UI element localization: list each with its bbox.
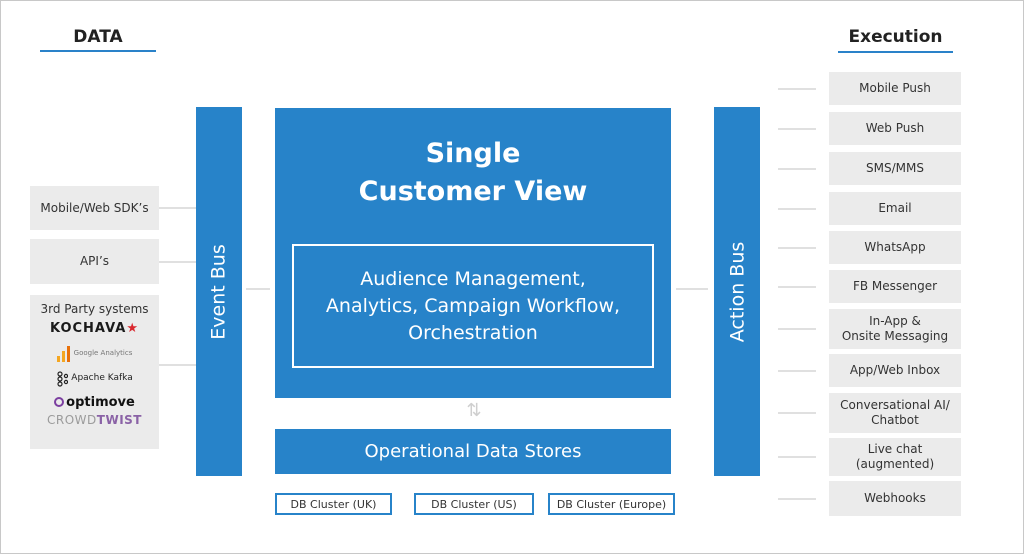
execution-channel-label: Mobile Push <box>859 81 931 95</box>
event-bus: Event Bus <box>196 107 242 476</box>
optimove-icon <box>54 397 65 407</box>
execution-channel-box: Web Push <box>829 112 961 145</box>
action-bus: Action Bus <box>714 107 760 476</box>
connector-execution-channel <box>778 286 816 288</box>
connector-execution-channel <box>778 412 816 414</box>
connector-scv-actionbus <box>676 288 708 290</box>
source-sdk-box: Mobile/Web SDK’s <box>30 186 159 230</box>
execution-channel-box: Mobile Push <box>829 72 961 105</box>
execution-channel-box: In-App &Onsite Messaging <box>829 309 961 349</box>
kafka-icon <box>57 370 69 387</box>
data-heading: DATA <box>73 27 123 47</box>
connector-execution-channel <box>778 208 816 210</box>
connector-execution-channel <box>778 168 816 170</box>
db-cluster-us: DB Cluster (US) <box>414 493 534 515</box>
connector-execution-channel <box>778 88 816 90</box>
connector-eventbus-scv <box>246 288 270 290</box>
optimove-logo: optimove <box>54 391 135 413</box>
connector-execution-channel <box>778 328 816 330</box>
db-cluster-uk: DB Cluster (UK) <box>275 493 392 515</box>
single-customer-view-box: Single Customer View Audience Management… <box>275 108 671 398</box>
execution-channel-label: SMS/MMS <box>866 161 924 175</box>
connector-api <box>159 261 196 263</box>
source-third-party-box: 3rd Party systems KOCHAVA★ Google Analyt… <box>30 295 159 449</box>
ods-label: Operational Data Stores <box>364 441 582 462</box>
execution-channel-box: Live chat(augmented) <box>829 438 961 476</box>
execution-channel-box: Conversational AI/Chatbot <box>829 393 961 433</box>
source-api-box: API’s <box>30 239 159 284</box>
execution-channel-label: Conversational AI/Chatbot <box>840 398 950 427</box>
connector-execution-channel <box>778 247 816 249</box>
scv-title: Single Customer View <box>358 138 588 207</box>
apache-kafka-logo: Apache Kafka <box>56 366 133 391</box>
crowdtwist-logo: CROWDTWIST <box>47 413 142 427</box>
execution-channel-box: Email <box>829 192 961 225</box>
execution-channel-box: App/Web Inbox <box>829 354 961 387</box>
execution-channel-label: In-App &Onsite Messaging <box>841 314 949 343</box>
connector-sdk <box>159 207 196 209</box>
action-bus-label: Action Bus <box>726 241 748 342</box>
connector-execution-channel <box>778 128 816 130</box>
execution-channel-label: App/Web Inbox <box>849 363 941 377</box>
execution-channel-box: FB Messenger <box>829 270 961 303</box>
execution-channel-box: Webhooks <box>829 481 961 516</box>
execution-channel-label: Web Push <box>865 121 925 135</box>
connector-execution-channel <box>778 370 816 372</box>
kochava-logo: KOCHAVA★ <box>49 321 140 336</box>
execution-channel-box: WhatsApp <box>829 231 961 264</box>
db-cluster-europe: DB Cluster (Europe) <box>548 493 675 515</box>
execution-channel-label: Email <box>878 201 912 215</box>
third-party-title: 3rd Party systems <box>40 302 149 316</box>
execution-channel-label: FB Messenger <box>852 279 938 293</box>
bidirectional-arrows-icon: ⇅ <box>466 400 481 421</box>
operational-data-stores: Operational Data Stores <box>275 429 671 474</box>
execution-heading: Execution <box>848 27 943 47</box>
event-bus-label: Event Bus <box>208 243 231 340</box>
data-heading-underline <box>40 50 156 52</box>
connector-execution-channel <box>778 498 816 500</box>
execution-channel-label: WhatsApp <box>864 240 926 254</box>
google-analytics-logo: Google Analytics <box>56 341 132 366</box>
source-api-label: API’s <box>79 254 110 268</box>
connector-execution-channel <box>778 456 816 458</box>
source-sdk-label: Mobile/Web SDK’s <box>40 200 149 215</box>
connector-third-party <box>159 364 196 366</box>
execution-heading-underline <box>838 51 953 53</box>
audience-management-box: Audience Management, Analytics, Campaign… <box>292 244 654 368</box>
execution-channel-label: Live chat(augmented) <box>855 442 935 471</box>
execution-channel-box: SMS/MMS <box>829 152 961 185</box>
execution-channel-label: Webhooks <box>864 491 926 505</box>
google-analytics-icon <box>56 345 70 362</box>
